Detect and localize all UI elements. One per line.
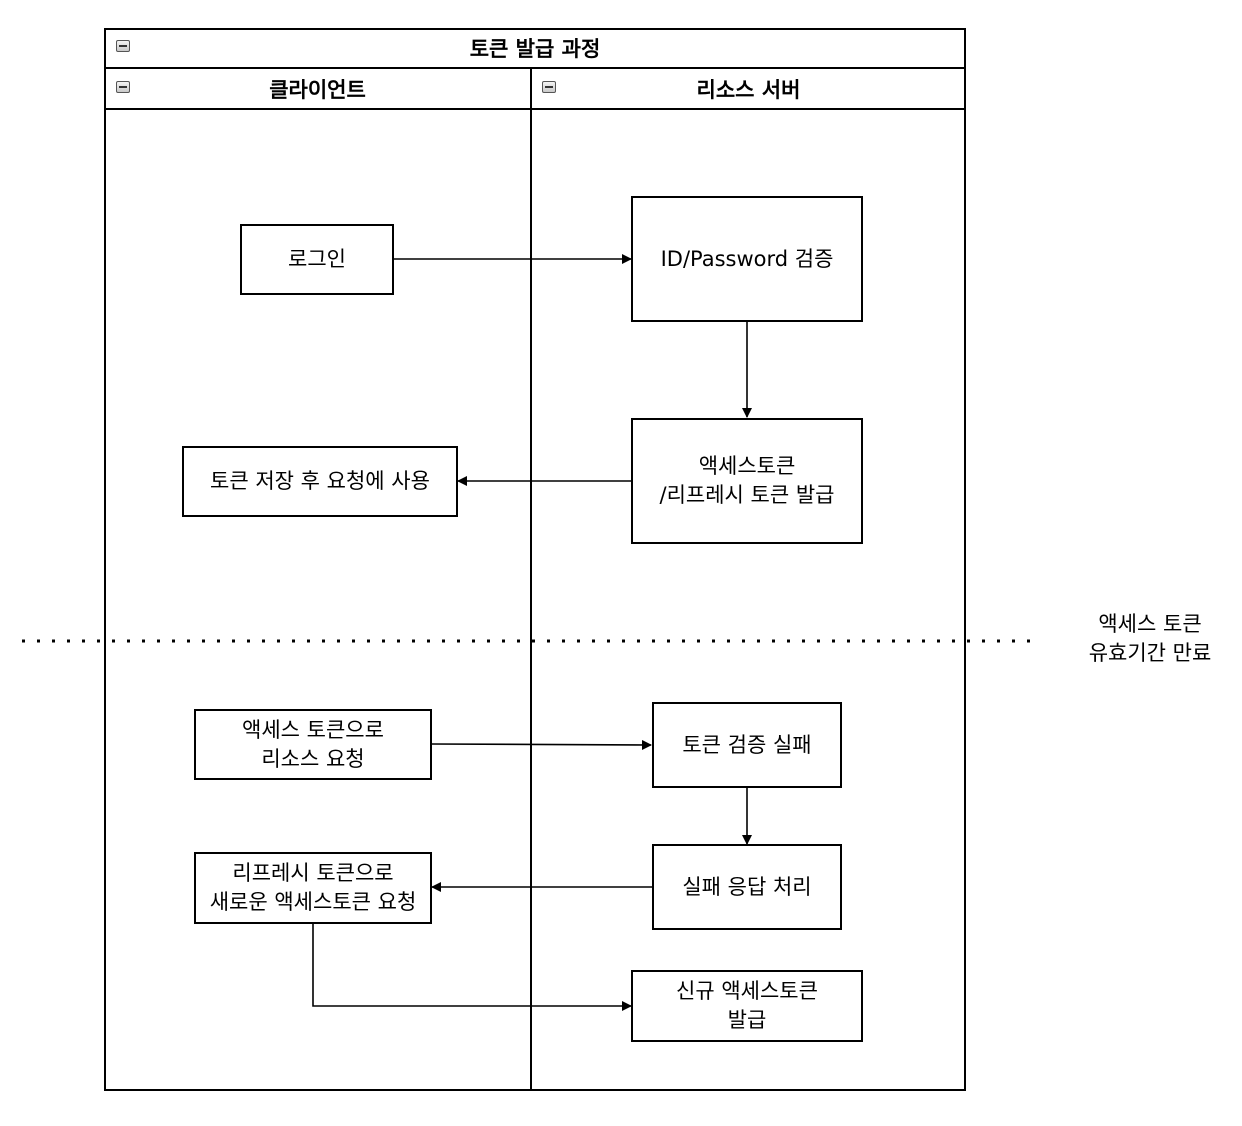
node-refresh-request[interactable]: 리프레시 토큰으로 새로운 액세스토큰 요청 [194,852,432,924]
edge-refresh-to-newissue [312,923,632,1011]
node-access-request[interactable]: 액세스 토큰으로 리소스 요청 [194,709,432,780]
lane-server-collapse-icon[interactable] [542,81,556,93]
edge-request-to-fail [430,739,652,750]
pool-header: 토큰 발급 과정 [104,28,966,69]
node-issue[interactable]: 액세스토큰 /리프레시 토큰 발급 [631,418,863,544]
node-verify-fail[interactable]: 토큰 검증 실패 [652,702,842,788]
pool-title: 토큰 발급 과정 [469,36,601,61]
node-store[interactable]: 토큰 저장 후 요청에 사용 [182,446,458,517]
node-new-issue[interactable]: 신규 액세스토큰 발급 [631,970,863,1042]
swimlane-pool [104,28,966,1091]
lane-header-server: 리소스 서버 [531,69,966,110]
lane-divider [530,69,532,1091]
lane-header-client: 클라이언트 [104,69,531,110]
expiry-annotation: 액세스 토큰 유효기간 만료 [1088,612,1212,665]
node-login[interactable]: 로그인 [240,224,394,295]
node-verify[interactable]: ID/Password 검증 [631,196,863,322]
lane-client-collapse-icon[interactable] [116,81,130,93]
lane-title-server: 리소스 서버 [696,77,801,102]
pool-collapse-icon[interactable] [116,40,130,52]
node-fail-response[interactable]: 실패 응답 처리 [652,844,842,930]
lane-title-client: 클라이언트 [269,77,366,102]
